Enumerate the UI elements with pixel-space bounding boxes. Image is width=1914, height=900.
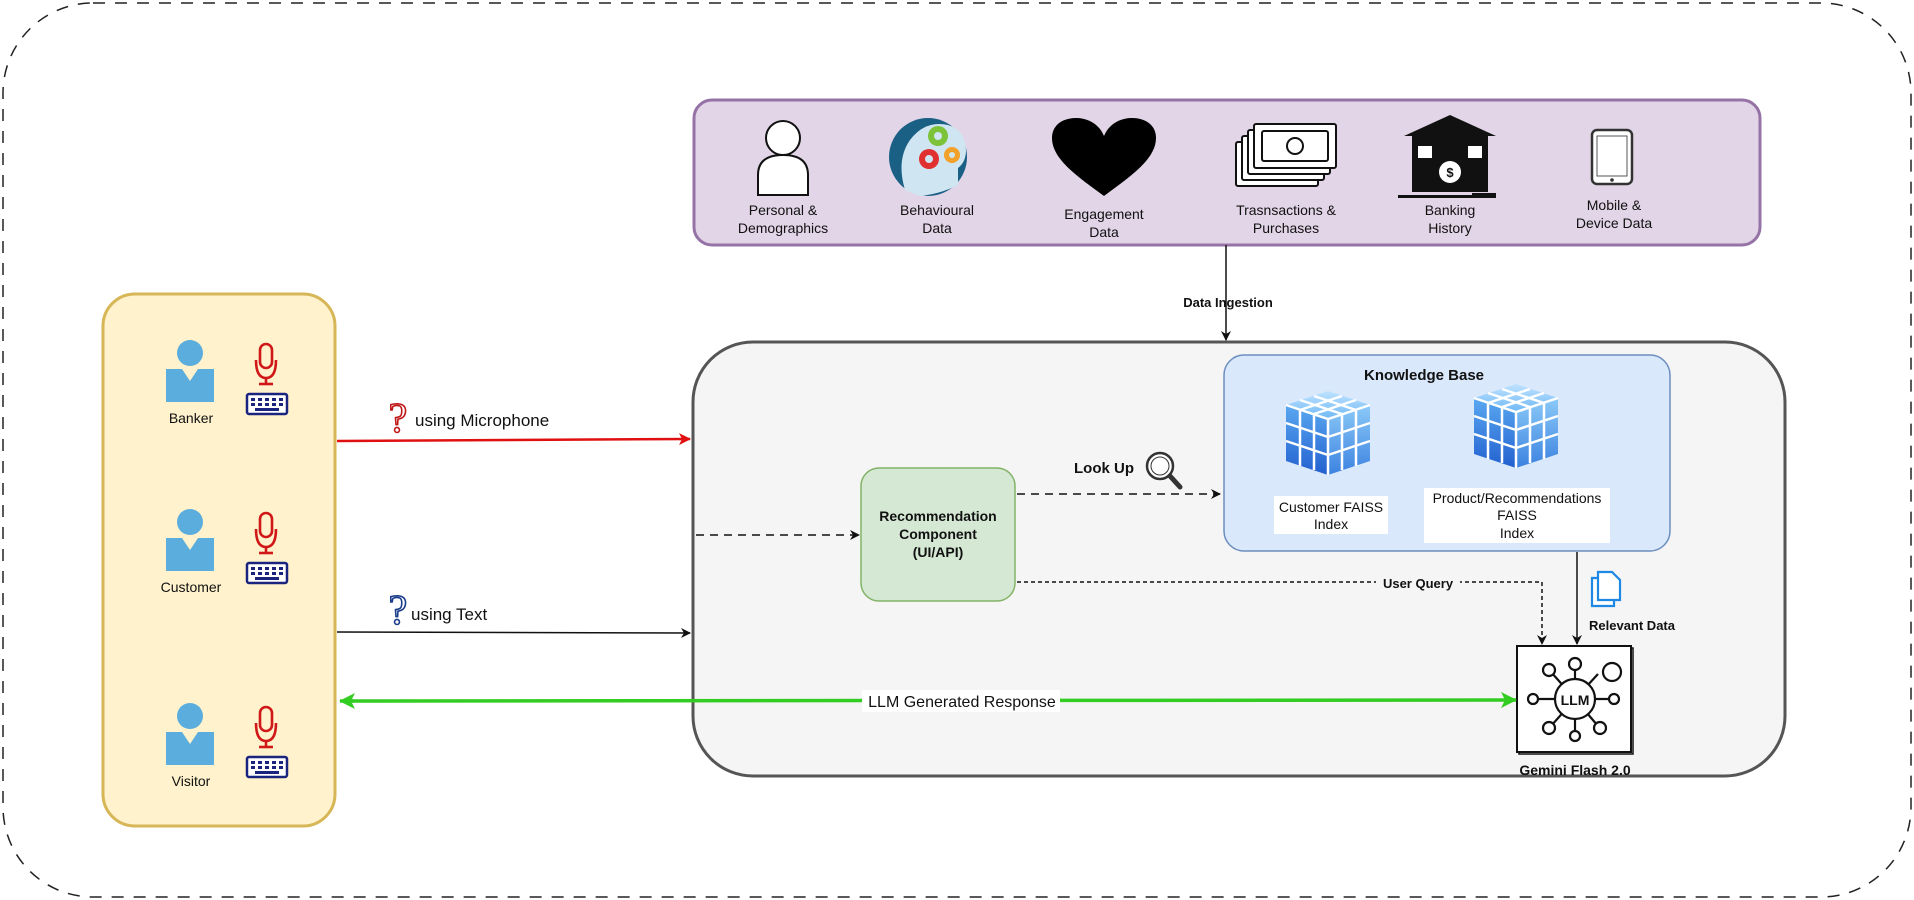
microphone-label: using Microphone bbox=[415, 411, 549, 430]
product-index-label-line1: Product/Recommendations bbox=[1433, 490, 1602, 506]
user-row-banker: Banker bbox=[166, 340, 289, 426]
product-index-label-line2: FAISS bbox=[1497, 507, 1537, 523]
user-query-label: User Query bbox=[1383, 576, 1454, 591]
llm-network-icon bbox=[1516, 645, 1634, 755]
product-index-cube-icon bbox=[1473, 384, 1559, 468]
customer-index-label-line2: Index bbox=[1314, 516, 1348, 532]
customer-index-label-bg bbox=[1274, 496, 1388, 534]
user-icon bbox=[166, 703, 214, 765]
microphone-icon bbox=[254, 705, 278, 749]
keyboard-icon bbox=[245, 561, 289, 585]
source-label-4-line2: Purchases bbox=[1253, 220, 1319, 236]
user-icon bbox=[166, 509, 214, 571]
product-index-label-bg bbox=[1424, 488, 1610, 543]
user-row-customer: Customer bbox=[161, 509, 289, 595]
source-label-6-line1: Mobile & bbox=[1587, 197, 1642, 213]
recommendation-component-box bbox=[860, 467, 1016, 602]
relevant-data-label: Relevant Data bbox=[1589, 618, 1676, 633]
microphone-icon bbox=[254, 511, 278, 555]
microphone-icon bbox=[254, 342, 278, 386]
users-panel bbox=[101, 292, 337, 828]
user-row-visitor: Visitor bbox=[166, 703, 289, 789]
keyboard-icon bbox=[245, 392, 289, 416]
brain-gears-icon bbox=[889, 118, 967, 196]
llm-response-label-bg bbox=[862, 690, 1060, 712]
heart-icon bbox=[1052, 118, 1156, 196]
source-label-6-line2: Device Data bbox=[1576, 215, 1652, 231]
money-stack-icon bbox=[1235, 123, 1337, 187]
source-label-3-line2: Data bbox=[1089, 224, 1119, 240]
source-label-4-line1: Trasnsactions & bbox=[1236, 202, 1337, 218]
customer-index-label-line1: Customer FAISS bbox=[1279, 499, 1383, 515]
text-arrow bbox=[336, 627, 691, 638]
source-label-5-line2: History bbox=[1428, 220, 1472, 236]
source-label-1-line2: Demographics bbox=[738, 220, 828, 236]
source-label-3-line1: Engagement bbox=[1064, 206, 1144, 222]
recommendation-line2: Component bbox=[899, 526, 977, 542]
user-query-arrow bbox=[1017, 581, 1547, 645]
microphone-arrow bbox=[336, 433, 691, 446]
user-label: Banker bbox=[169, 410, 214, 426]
look-up-label: Look Up bbox=[1074, 460, 1134, 477]
keyboard-icon bbox=[245, 755, 289, 779]
source-label-1-line1: Personal & bbox=[749, 202, 818, 218]
llm-badge: LLM bbox=[1561, 692, 1590, 708]
llm-model-label: Gemini Flash 2.0 bbox=[1519, 762, 1630, 778]
user-icon bbox=[166, 340, 214, 402]
magnifier-icon bbox=[1145, 451, 1183, 490]
person-outline-icon bbox=[757, 120, 809, 196]
user-query-label-bg bbox=[1376, 573, 1460, 591]
svg-text:$: $ bbox=[1446, 165, 1454, 180]
product-index-label-line3: Index bbox=[1500, 525, 1534, 541]
text-question-icon: ? bbox=[389, 588, 408, 634]
source-label-2-line1: Behavioural bbox=[900, 202, 974, 218]
llm-response-label: LLM Generated Response bbox=[868, 694, 1056, 711]
text-label: using Text bbox=[411, 605, 488, 624]
tablet-icon bbox=[1590, 128, 1634, 186]
customer-index-cube-icon bbox=[1285, 391, 1371, 475]
documents-icon bbox=[1590, 570, 1622, 608]
source-label-2-line2: Data bbox=[922, 220, 952, 236]
data-ingestion-label: Data Ingestion bbox=[1183, 295, 1273, 310]
recommendation-line1: Recommendation bbox=[879, 508, 996, 524]
bank-house-icon: $ bbox=[1398, 115, 1496, 198]
recommendation-line3: (UI/API) bbox=[913, 544, 964, 560]
user-label: Visitor bbox=[172, 773, 211, 789]
user-label: Customer bbox=[161, 579, 222, 595]
knowledge-base-title: Knowledge Base bbox=[1364, 367, 1484, 384]
microphone-question-icon: ? bbox=[389, 396, 408, 442]
source-label-5-line1: Banking bbox=[1425, 202, 1476, 218]
